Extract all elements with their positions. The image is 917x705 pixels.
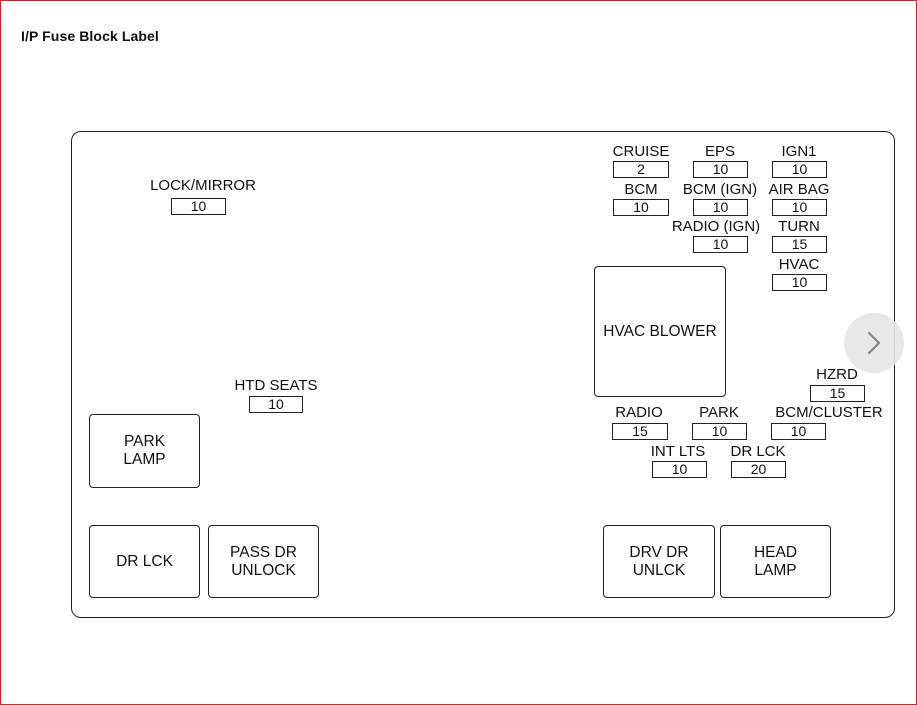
fuse-rating-int-lts: 10: [652, 461, 707, 478]
fuse-rating-lock-mirror: 10: [171, 198, 226, 215]
fuse-label-park: PARK: [699, 404, 739, 421]
fuse-rating-dr-lck-fuse: 20: [731, 461, 786, 478]
fuse-rating-bcm: 10: [613, 199, 669, 216]
fuse-label-turn: TURN: [778, 218, 820, 235]
fuse-rating-bcm-ign: 10: [693, 199, 748, 216]
fuse-label-dr-lck-fuse: DR LCK: [730, 443, 786, 460]
fuse-label-hvac: HVAC: [778, 256, 820, 273]
fuse-label-ign1: IGN1: [781, 143, 817, 160]
fuse-rating-bcm-cluster: 10: [771, 423, 826, 440]
fuse-rating-hvac: 10: [772, 274, 827, 291]
fuse-rating-htd-seats: 10: [249, 396, 303, 413]
fuse-label-int-lts: INT LTS: [650, 443, 706, 460]
fuse-label-htd-seats: HTD SEATS: [234, 377, 318, 394]
fuse-block-outline: [71, 131, 895, 618]
fuse-label-bcm-cluster: BCM/CLUSTER: [775, 404, 883, 421]
fuse-label-bcm-ign: BCM (IGN): [682, 181, 758, 198]
fuse-rating-radio-ign: 10: [693, 236, 748, 253]
page-title: I/P Fuse Block Label: [21, 28, 159, 44]
fuse-label-eps: EPS: [704, 143, 736, 160]
relay-park-lamp: PARK LAMP: [89, 414, 200, 488]
fuse-rating-cruise: 2: [613, 161, 669, 178]
chevron-right-icon: [867, 331, 881, 355]
relay-drv-dr-unlck: DRV DR UNLCK: [603, 525, 715, 598]
fuse-label-radio: RADIO: [615, 404, 663, 421]
relay-pass-dr-unlock: PASS DR UNLOCK: [208, 525, 319, 598]
fuse-rating-park: 10: [692, 423, 747, 440]
fuse-rating-ign1: 10: [772, 161, 827, 178]
next-image-button[interactable]: [844, 313, 904, 373]
fuse-label-hzrd: HZRD: [816, 366, 858, 383]
fuse-label-lock-mirror: LOCK/MIRROR: [150, 177, 256, 194]
relay-hvac-blower: HVAC BLOWER: [594, 266, 726, 397]
fuse-label-cruise: CRUISE: [612, 143, 670, 160]
fuse-rating-hzrd: 15: [810, 385, 865, 402]
fuse-label-air-bag: AIR BAG: [768, 181, 830, 198]
relay-head-lamp: HEAD LAMP: [720, 525, 831, 598]
fuse-rating-air-bag: 10: [772, 199, 827, 216]
fuse-rating-radio: 15: [612, 423, 668, 440]
relay-dr-lck: DR LCK: [89, 525, 200, 598]
fuse-rating-turn: 15: [772, 236, 827, 253]
fuse-label-radio-ign: RADIO (IGN): [671, 218, 761, 235]
fuse-rating-eps: 10: [693, 161, 748, 178]
fuse-label-bcm: BCM: [624, 181, 658, 198]
